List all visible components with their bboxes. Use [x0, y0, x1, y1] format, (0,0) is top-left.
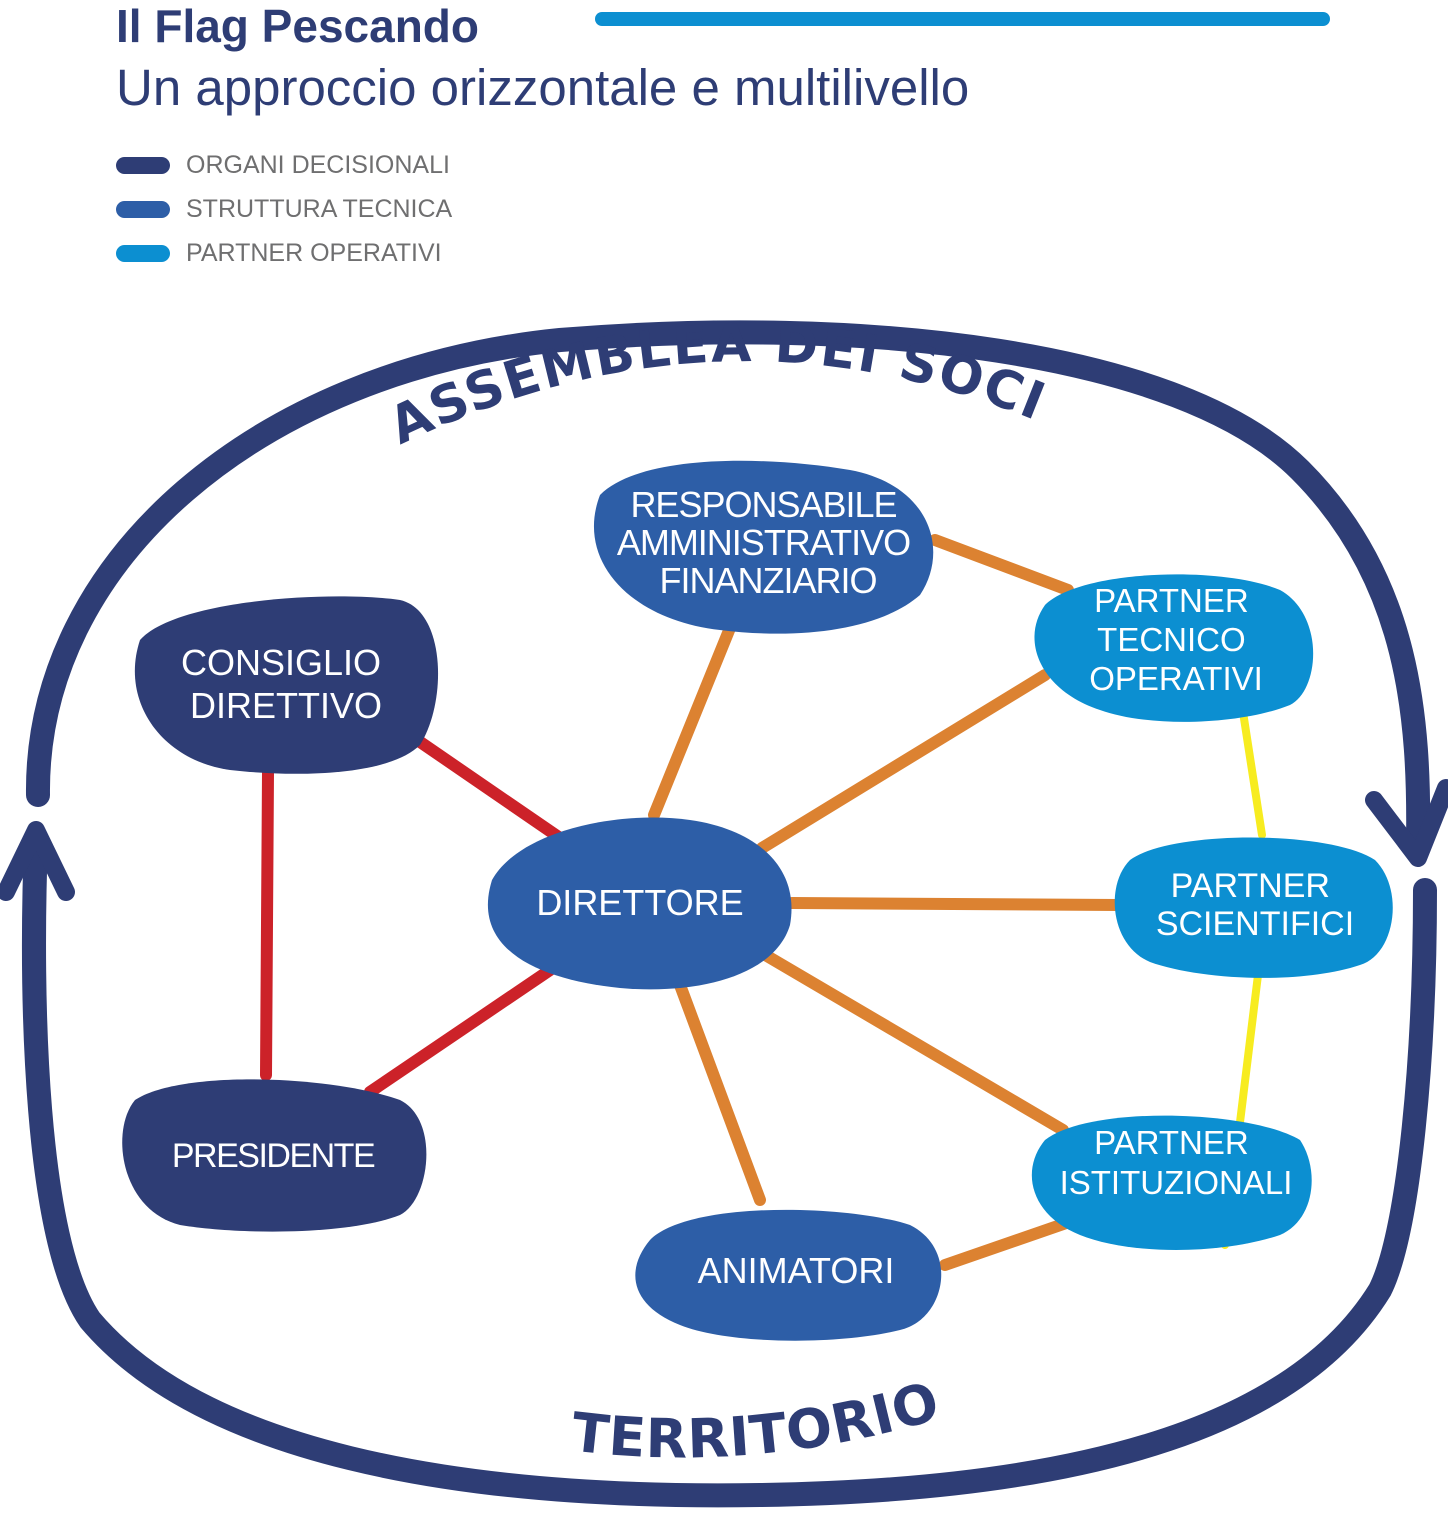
- node-responsabile-line-3: FINANZIARIO: [659, 560, 876, 601]
- node-partner-scientifici-shape: [1114, 837, 1393, 978]
- node-partner-tecnico-line-2: TECNICO: [1097, 621, 1246, 658]
- page-title: Il Flag Pescando: [116, 0, 479, 52]
- node-consiglio-direttivo-shape: [134, 596, 439, 774]
- node-partner-tecnico-label: PARTNER TECNICO OPERATIVI: [1089, 582, 1263, 697]
- title-underline: [595, 12, 1330, 26]
- node-direttore-label: DIRETTORE: [536, 882, 743, 923]
- legend-label-struttura: STRUTTURA TECNICA: [186, 194, 453, 223]
- node-partner-istituzionali-line-2: ISTITUZIONALI: [1060, 1164, 1293, 1201]
- ring-upper-arc: [25, 320, 1431, 857]
- link-direttore-partner-scientifici: [786, 897, 1124, 911]
- node-animatori-label: ANIMATORI: [698, 1250, 895, 1291]
- legend-item-partner: PARTNER OPERATIVI: [116, 231, 452, 275]
- node-partner-scientifici-label: PARTNER SCIENTIFICI: [1156, 867, 1354, 943]
- node-responsabile-line-1: RESPONSABILE: [630, 484, 896, 525]
- node-responsabile-amministrativo: RESPONSABILE AMMINISTRATIVO FINANZIARIO: [593, 460, 934, 634]
- node-consiglio-line-2: DIRETTIVO: [190, 685, 382, 726]
- link-presidente-direttore: [364, 964, 556, 1098]
- link-direttore-partner-istituzionali: [756, 947, 1069, 1136]
- node-responsabile-line-2: AMMINISTRATIVO: [617, 522, 910, 563]
- node-presidente-label: PRESIDENTE: [172, 1137, 375, 1175]
- legend-label-organi: ORGANI DECISIONALI: [186, 150, 450, 179]
- link-direttore-partner-tecnico: [756, 669, 1051, 854]
- legend-item-struttura: STRUTTURA TECNICA: [116, 187, 452, 231]
- ring-lower-arc: [22, 828, 1437, 1508]
- link-consiglio-presidente: [260, 766, 274, 1081]
- node-presidente: PRESIDENTE: [122, 1079, 427, 1232]
- node-partner-tecnico-line-3: OPERATIVI: [1089, 660, 1263, 697]
- legend: ORGANI DECISIONALI STRUTTURA TECNICA PAR…: [116, 143, 452, 275]
- link-partner-tecnico-scientifici: [1239, 708, 1266, 839]
- page-subtitle: Un approccio orizzontale e multilivello: [116, 59, 970, 116]
- legend-swatch-organi: [116, 156, 170, 174]
- node-partner-tecnico-shape: [1034, 574, 1314, 722]
- ring-arrowhead-left: [0, 821, 75, 901]
- connection-lines: [260, 534, 1266, 1271]
- node-animatori: ANIMATORI: [635, 1209, 942, 1341]
- node-animatori-shape: [635, 1209, 942, 1341]
- legend-swatch-struttura: [116, 200, 170, 218]
- node-partner-istituzionali-line-1: PARTNER: [1094, 1124, 1249, 1161]
- node-presidente-shape: [122, 1079, 427, 1232]
- node-partner-scientifici-line-2: SCIENTIFICI: [1156, 905, 1354, 943]
- node-responsabile-label: RESPONSABILE AMMINISTRATIVO FINANZIARIO: [617, 484, 919, 601]
- node-partner-tecnico-operativi: PARTNER TECNICO OPERATIVI: [1034, 574, 1314, 722]
- link-animatori-partner-istituzionali: [939, 1214, 1081, 1271]
- node-consiglio-line-1: CONSIGLIO: [181, 642, 381, 683]
- node-consiglio-direttivo-label: CONSIGLIO DIRETTIVO: [181, 642, 391, 726]
- node-partner-istituzionali-shape: [1031, 1115, 1312, 1250]
- node-partner-scientifici-line-1: PARTNER: [1171, 867, 1330, 905]
- node-partner-istituzionali: PARTNER ISTITUZIONALI: [1031, 1115, 1312, 1250]
- node-direttore: DIRETTORE: [487, 817, 792, 990]
- node-consiglio-direttivo: CONSIGLIO DIRETTIVO: [134, 596, 439, 774]
- link-consiglio-direttore: [404, 729, 566, 844]
- ring-label-territorio-path: TERRITORIO: [569, 1369, 946, 1470]
- legend-item-organi: ORGANI DECISIONALI: [116, 143, 452, 187]
- link-direttore-responsabile: [648, 622, 736, 821]
- ring-arrowhead-right: [1365, 779, 1448, 867]
- node-partner-scientifici: PARTNER SCIENTIFICI: [1114, 837, 1393, 978]
- node-partner-istituzionali-label: PARTNER ISTITUZIONALI: [1060, 1124, 1293, 1201]
- node-responsabile-shape: [593, 460, 934, 634]
- link-responsabile-partner-tecnico: [929, 534, 1074, 596]
- legend-swatch-partner: [116, 244, 170, 262]
- node-partner-tecnico-line-1: PARTNER: [1094, 582, 1249, 619]
- ring-label-territorio: TERRITORIO: [569, 1369, 947, 1470]
- link-direttore-animatori: [674, 979, 766, 1206]
- legend-label-partner: PARTNER OPERATIVI: [186, 238, 442, 267]
- node-direttore-shape: [487, 817, 792, 990]
